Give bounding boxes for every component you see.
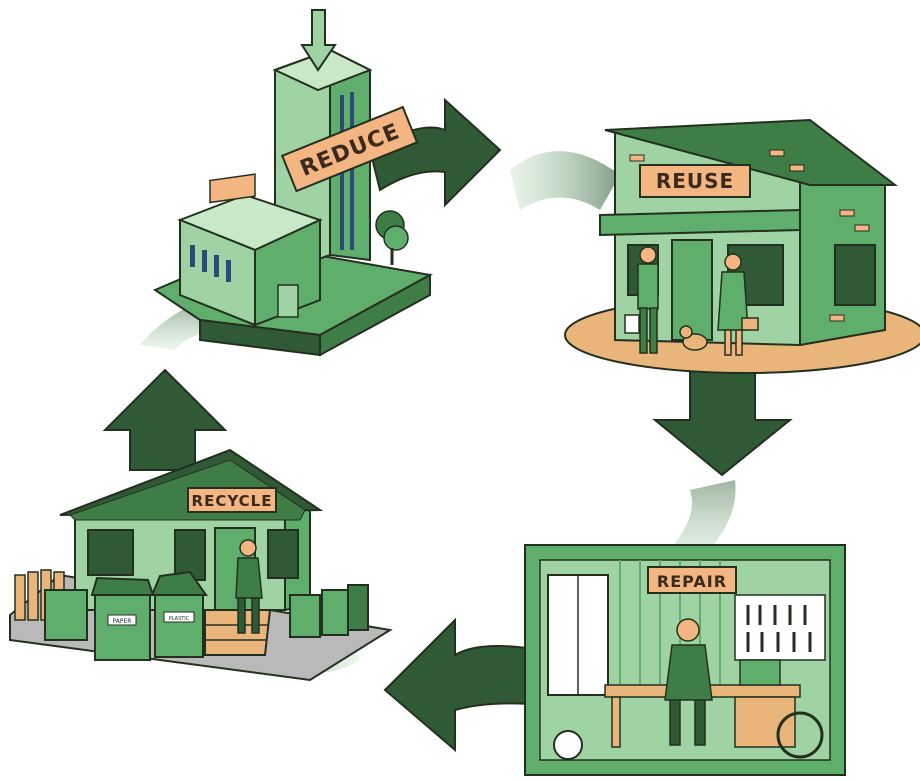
reuse-shop: REUSE <box>565 120 920 373</box>
bin-label-paper: PAPER <box>113 618 132 625</box>
repair-label: REPAIR <box>657 572 727 591</box>
bin-label-plastic: PLASTIC <box>169 616 190 622</box>
arrow-tail-reuse-fade <box>510 151 620 210</box>
recycle-house: PAPER PLASTIC RECYCLE <box>10 450 390 680</box>
reuse-sign: REUSE <box>640 165 750 197</box>
repair-sign: REPAIR <box>648 567 736 593</box>
arrow-repair-to-recycle <box>385 620 545 750</box>
repair-workshop: REPAIR <box>525 545 845 775</box>
reuse-label: REUSE <box>656 169 734 193</box>
arrow-reuse-to-repair <box>655 365 790 475</box>
clock-icon <box>554 731 582 759</box>
recycle-label: RECYCLE <box>192 492 273 510</box>
recycle-sign: RECYCLE <box>188 488 276 512</box>
arrow-recycle-to-reduce <box>105 370 225 470</box>
